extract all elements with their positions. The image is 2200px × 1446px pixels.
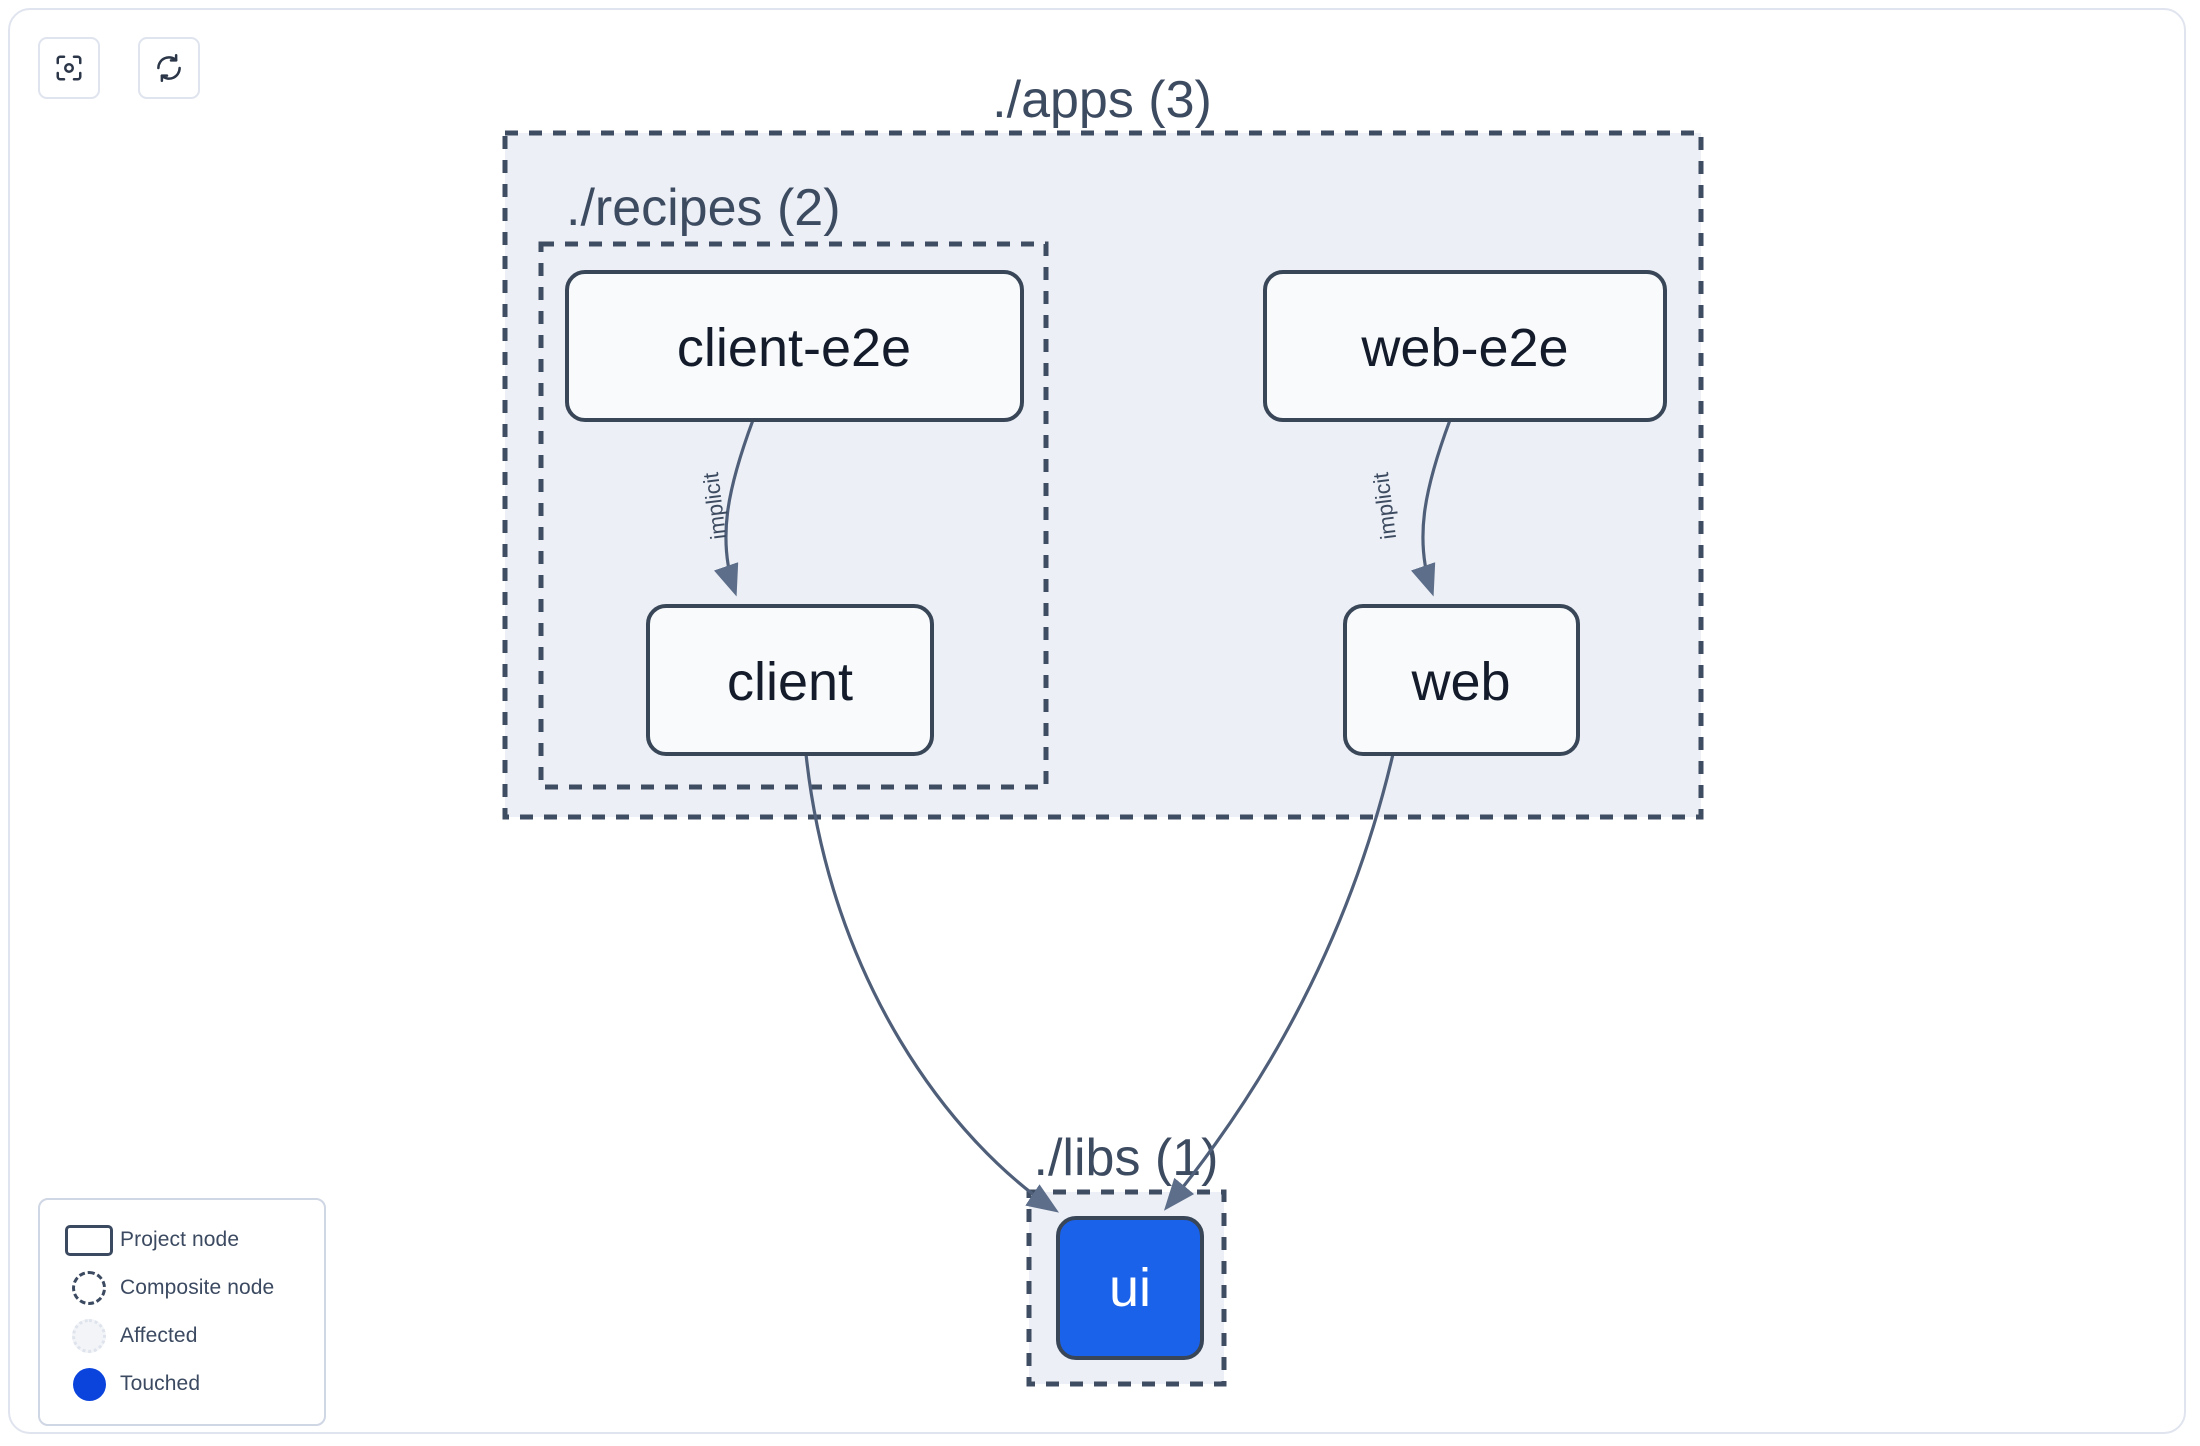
edge-web-to-ui <box>1163 753 1395 1211</box>
group-recipes-label: ./recipes (2) <box>566 179 841 237</box>
node-client-e2e-label: client-e2e <box>677 318 911 378</box>
legend-label-touched: Touched <box>120 1372 201 1395</box>
composite-node-swatch <box>58 1271 120 1305</box>
legend-label-project-node: Project node <box>120 1228 240 1251</box>
refresh-graph-button[interactable] <box>138 37 200 99</box>
node-client-e2e-box[interactable] <box>565 270 1024 422</box>
graph-toolbar <box>38 37 200 99</box>
legend-item-composite-node: Composite node <box>58 1264 306 1312</box>
focus-graph-button[interactable] <box>38 37 100 99</box>
node-web-box[interactable] <box>1343 604 1580 756</box>
node-client-label: client <box>727 652 853 712</box>
edge-web-e2e-to-web <box>1411 419 1452 597</box>
group-apps-label: ./apps (3) <box>992 71 1212 129</box>
legend-item-affected: Affected <box>58 1312 306 1360</box>
graph-legend: Project node Composite node Affected Tou… <box>38 1198 326 1426</box>
node-web[interactable]: web <box>1343 604 1580 756</box>
node-client[interactable]: client <box>646 604 934 756</box>
touched-swatch <box>58 1367 120 1401</box>
legend-label-affected: Affected <box>120 1324 198 1347</box>
affected-swatch <box>58 1319 120 1353</box>
legend-item-touched: Touched <box>58 1360 306 1408</box>
edge-client-to-ui <box>804 753 1059 1213</box>
node-ui[interactable]: ui <box>1056 1216 1204 1360</box>
viewfinder-focus-icon <box>54 53 84 83</box>
node-web-e2e-box[interactable] <box>1263 270 1667 422</box>
node-ui-label: ui <box>1109 1258 1151 1318</box>
refresh-sync-icon <box>154 53 184 83</box>
graph-edges: implicit implicit <box>698 419 1452 1213</box>
node-web-label: web <box>1410 652 1510 712</box>
group-libs-label: ./libs (1) <box>1034 1129 1219 1187</box>
node-web-e2e[interactable]: web-e2e <box>1263 270 1667 422</box>
node-client-box[interactable] <box>646 604 934 756</box>
legend-item-project-node: Project node <box>58 1216 306 1264</box>
project-node-swatch <box>58 1224 120 1256</box>
node-ui-box[interactable] <box>1056 1216 1204 1360</box>
legend-label-composite-node: Composite node <box>120 1276 275 1299</box>
node-web-e2e-label: web-e2e <box>1360 318 1568 378</box>
edge-client-e2e-to-client <box>714 419 755 597</box>
node-client-e2e[interactable]: client-e2e <box>565 270 1024 422</box>
